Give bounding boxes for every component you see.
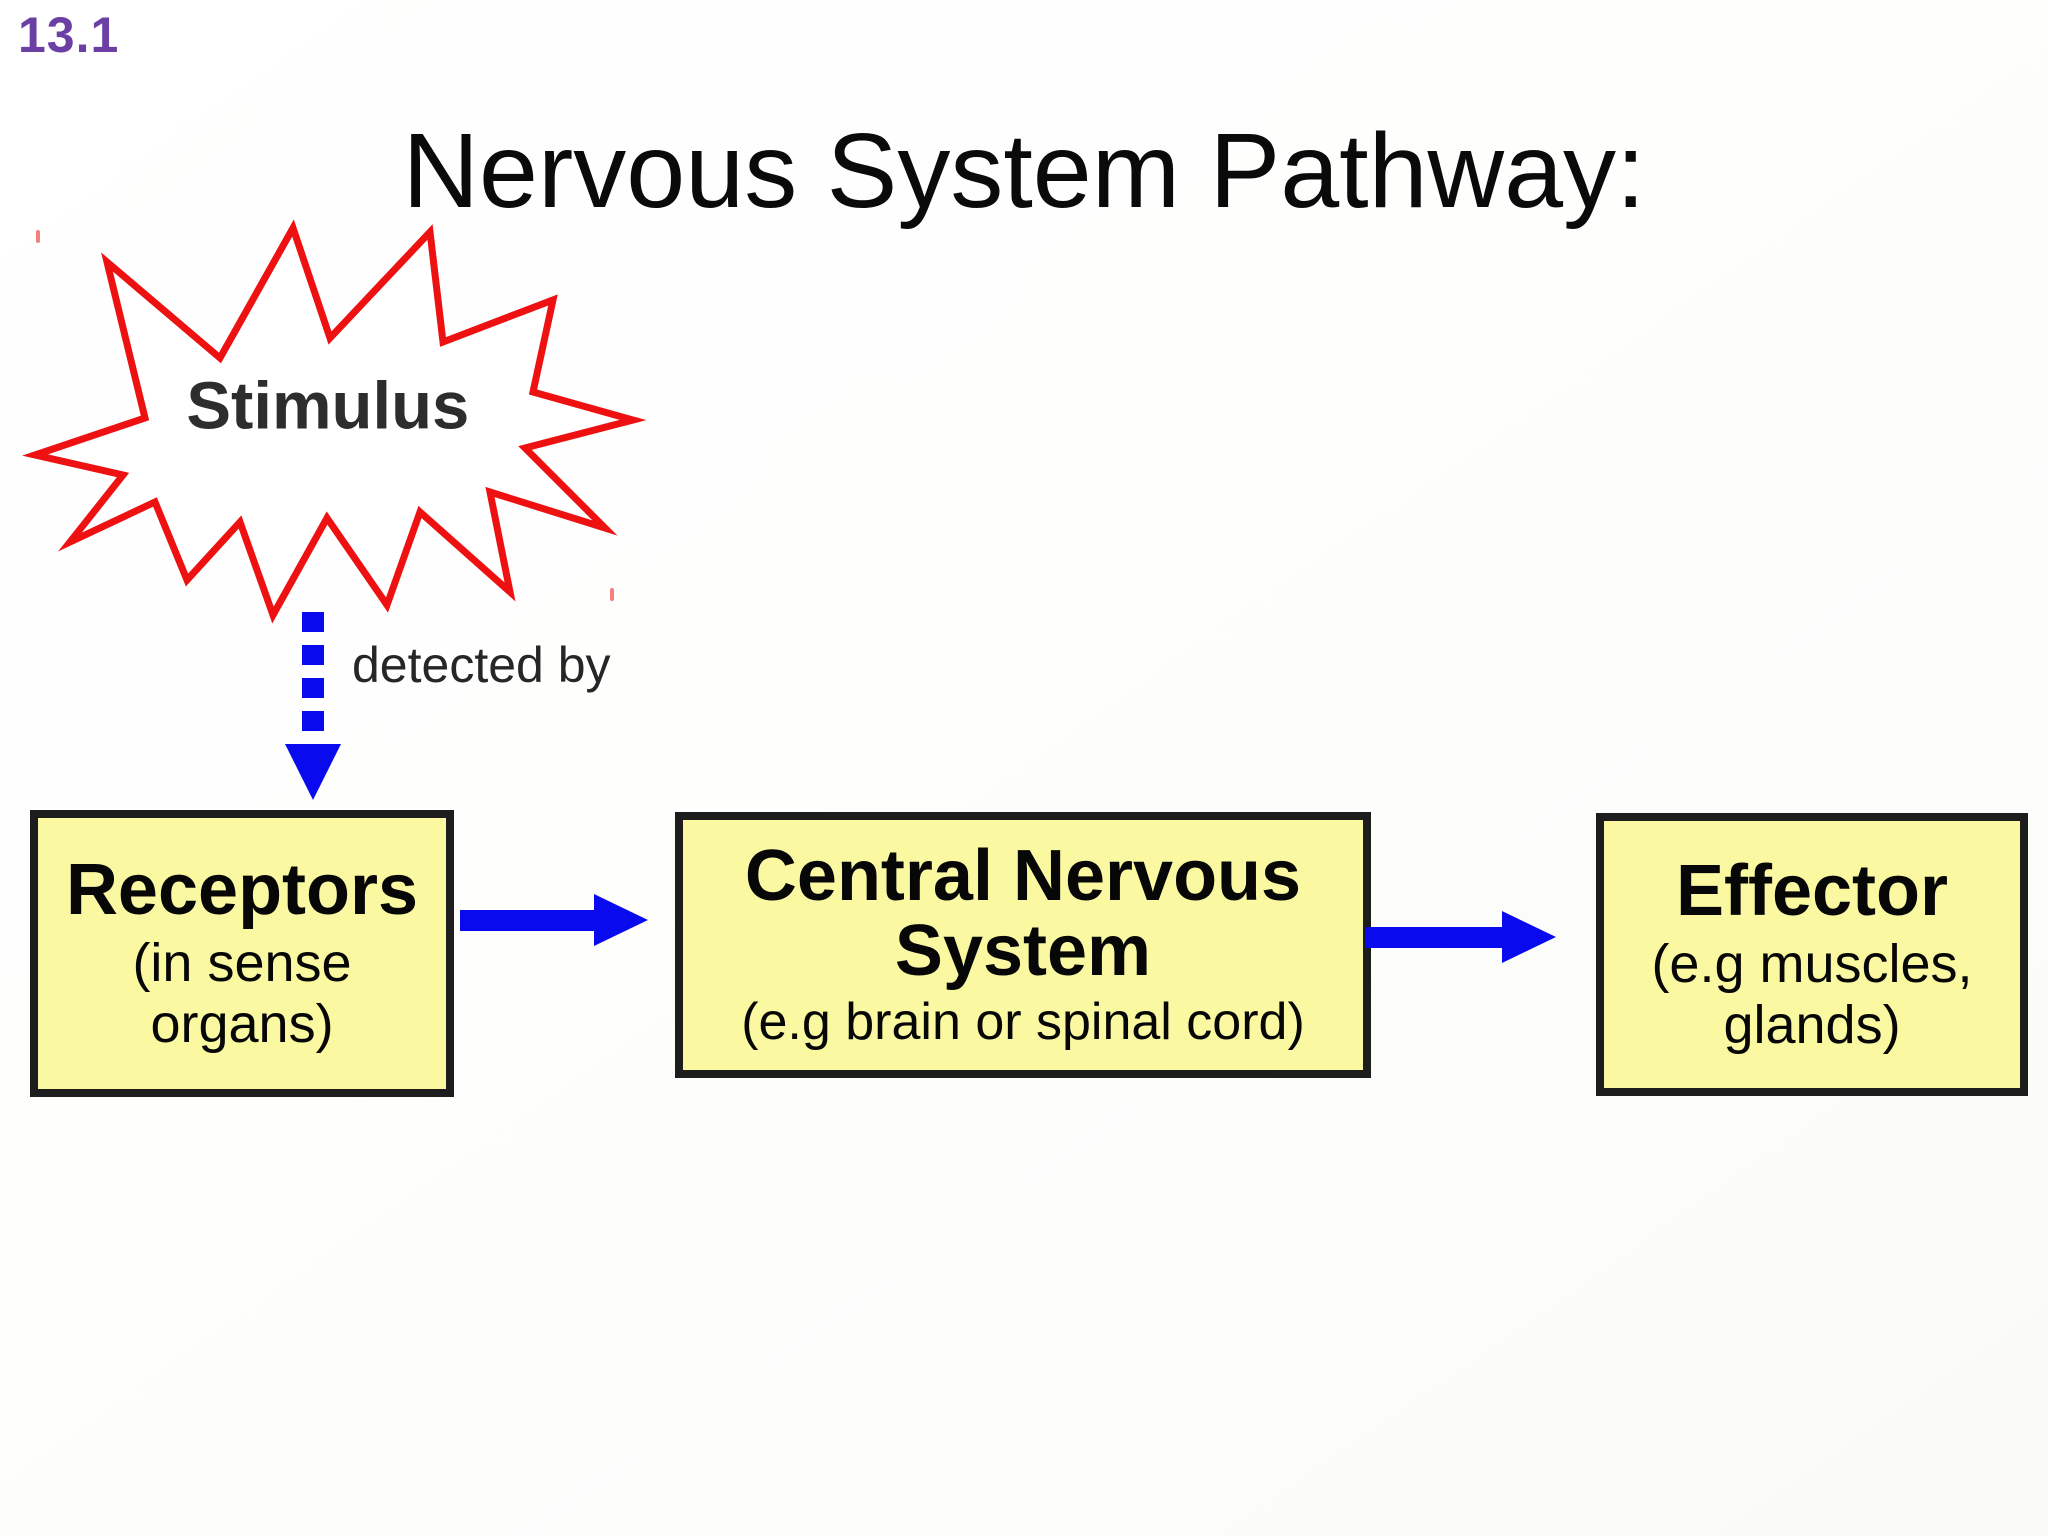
page-title: Nervous System Pathway:: [402, 112, 1646, 231]
arrow-receptors-to-cns: [460, 894, 648, 946]
starburst-shape: [22, 219, 647, 624]
slide-number: 13.1: [18, 7, 120, 63]
stimulus-label: Stimulus: [186, 368, 470, 444]
stimulus-starburst: Stimulus: [22, 219, 647, 624]
effector-box: Effector (e.g muscles, glands): [1596, 813, 2028, 1096]
cns-subtitle: (e.g brain or spinal cord): [741, 992, 1305, 1051]
effector-subtitle: (e.g muscles, glands): [1651, 934, 1973, 1055]
effector-title: Effector: [1675, 850, 1949, 931]
arrow-dash: [302, 678, 324, 698]
detected-by-arrow: [285, 612, 341, 800]
receptors-box: Receptors (in sense organs): [30, 810, 454, 1097]
cns-title: Central Nervous System: [744, 836, 1302, 991]
receptors-subtitle: (in sense organs): [132, 933, 352, 1054]
arrowhead-right-icon: [594, 894, 648, 946]
arrow-shaft: [1365, 926, 1502, 948]
arrow-dash: [302, 612, 324, 632]
receptors-title: Receptors: [65, 849, 419, 930]
arrow-shaft: [460, 909, 594, 931]
stray-red-mark: [610, 588, 614, 601]
arrow-dash: [302, 645, 324, 665]
arrowhead-down-icon: [285, 744, 341, 800]
cns-box: Central Nervous System (e.g brain or spi…: [675, 812, 1371, 1078]
detected-by-label: detected by: [352, 637, 611, 693]
arrow-cns-to-effector: [1365, 911, 1556, 963]
arrowhead-right-icon: [1502, 911, 1556, 963]
arrow-dash: [302, 711, 324, 731]
stray-red-mark: [36, 230, 40, 243]
